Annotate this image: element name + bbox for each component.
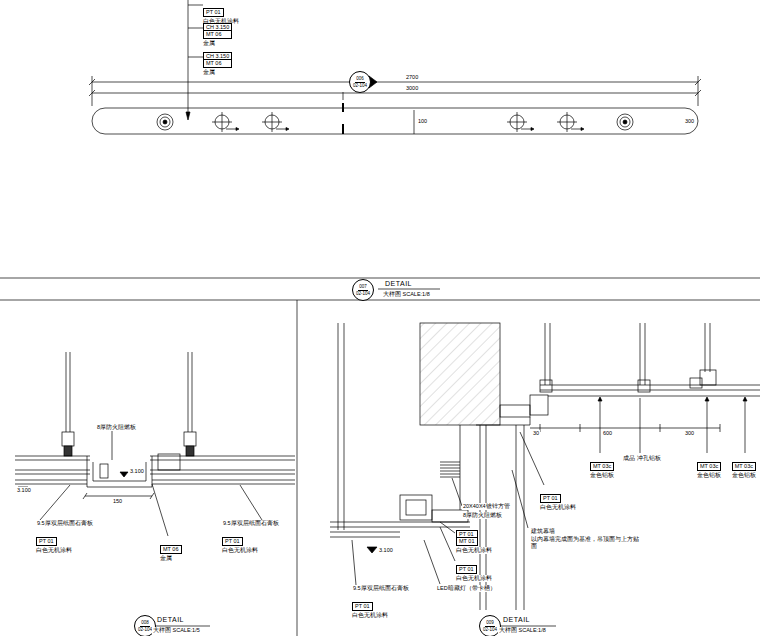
material-tag: MT 03c 金色铝板: [697, 454, 721, 479]
material-name: 白色无机涂料: [36, 547, 72, 554]
tag-frame: MT 03c: [590, 462, 614, 471]
material-code: MT 06: [204, 30, 231, 38]
tag-frame: CH 3.150MT 06: [203, 23, 232, 39]
material-tag: PT 01 白色无机涂料: [456, 557, 492, 582]
annotation: 3000: [405, 85, 419, 92]
tag-frame: MT 06: [160, 545, 182, 554]
detail-title: DETAIL: [384, 280, 413, 288]
material-code: PT 01: [204, 9, 223, 16]
material-tag: PT 01 白色无机涂料: [36, 529, 72, 554]
material-code: PT 01: [541, 495, 560, 502]
material-code: MT 03c: [591, 463, 613, 470]
annotation: 150: [112, 498, 123, 505]
tag-frame: PT 01MT 01: [456, 530, 478, 546]
sheet-number: 02-104: [355, 291, 371, 297]
annotation: 9.5厚双层纸面石膏板: [36, 520, 94, 527]
sheet-number: 02-104: [352, 83, 368, 89]
annotation: 大样图 SCALE:1/8: [382, 291, 431, 298]
annotation: 300: [684, 118, 695, 125]
detail-number: 007: [358, 284, 368, 291]
annotation: 3.100: [129, 468, 145, 475]
material-name: 金属: [203, 69, 232, 76]
tag-frame: MT 03c: [697, 462, 721, 471]
sheet-number: 02-104: [482, 627, 498, 633]
material-name: 金色铝板: [697, 472, 721, 479]
tag-frame: CH 3.150MT 06: [203, 52, 232, 68]
tag-frame: PT 01: [540, 494, 561, 503]
material-code: PT 01: [353, 603, 372, 610]
material-code: MT 06: [161, 546, 181, 553]
detail-number: 009: [485, 620, 495, 627]
material-name: 白色无机涂料: [456, 547, 492, 554]
material-code: MT 03c: [733, 463, 755, 470]
material-name: 白色无机涂料: [540, 504, 576, 511]
annotation: 大样图 SCALE:1/8: [498, 627, 547, 634]
detail-number: 008: [140, 620, 150, 627]
material-tag: PT 01 白色无机涂料: [540, 486, 576, 511]
material-name: 金色铝板: [590, 472, 614, 479]
detail-bubble: 00602-104: [349, 71, 371, 93]
detail-title: DETAIL: [156, 616, 185, 624]
tag-frame: PT 01: [36, 537, 57, 546]
material-code: MT 01: [457, 537, 477, 545]
annotation: 9.5厚双层纸面石膏板: [222, 520, 280, 527]
material-code: PT 01: [37, 538, 56, 545]
material-tag: PT 01 白色无机涂料: [352, 594, 388, 619]
annotation: 9.5厚双层纸面石膏板: [352, 585, 410, 592]
material-tag: PT 01白色无机涂料: [203, 0, 239, 25]
material-code: PT 01: [457, 566, 476, 573]
annotation: 3.100: [16, 487, 32, 494]
material-code: MT 06: [204, 59, 231, 67]
material-name: 金色铝板: [732, 472, 756, 479]
material-name: 白色无机涂料: [222, 547, 258, 554]
tag-frame: PT 01: [203, 8, 224, 17]
detail-title: DETAIL: [502, 616, 531, 624]
material-tag: PT 01MT 01白色无机涂料: [456, 529, 492, 554]
material-name: 白色无机涂料: [352, 612, 388, 619]
tag-frame: PT 01: [222, 537, 243, 546]
material-tag: MT 03c 金色铝板: [732, 454, 756, 479]
annotation: 300: [684, 430, 695, 437]
material-tag: MT 03c 金色铝板: [590, 454, 614, 479]
material-name: 金属: [203, 40, 232, 47]
annotation: 100: [417, 118, 428, 125]
tag-frame: MT 03c: [732, 462, 756, 471]
annotation: 30: [532, 430, 540, 437]
tag-frame: PT 01: [352, 602, 373, 611]
tag-frame: PT 01: [456, 565, 477, 574]
material-name: 白色无机涂料: [456, 575, 492, 582]
annotation: 以内幕墙完成面为基准，吊顶面与上方贴面: [530, 536, 644, 550]
sheet-number: 02-104: [137, 627, 153, 633]
annotation: 8厚防火阻燃板: [462, 512, 503, 519]
annotation: 600: [602, 430, 613, 437]
annotation: 建筑幕墙: [530, 528, 556, 535]
annotation: 8厚防火阻燃板: [96, 424, 137, 431]
material-tag: PT 01 白色无机涂料: [222, 529, 258, 554]
material-tag: CH 3.150MT 06金属: [203, 22, 232, 47]
annotation: 成品 冲孔铝板: [622, 455, 662, 462]
material-tag: MT 06 金属: [160, 537, 182, 562]
annotation: 20X40X4镀锌方管: [462, 503, 511, 510]
annotation: 大样图 SCALE:1/5: [152, 627, 201, 634]
detail-number: 006: [355, 76, 365, 83]
detail-bubble: 00702-104: [352, 279, 374, 301]
material-tag: CH 3.150MT 06金属: [203, 51, 232, 76]
annotation: 2700: [405, 74, 419, 81]
annotation: LED暗藏灯（带卡槽）: [436, 585, 497, 592]
material-code: PT 01: [223, 538, 242, 545]
material-code: MT 03c: [698, 463, 720, 470]
material-name: 金属: [160, 555, 182, 562]
annotation: 3.100: [378, 547, 394, 554]
